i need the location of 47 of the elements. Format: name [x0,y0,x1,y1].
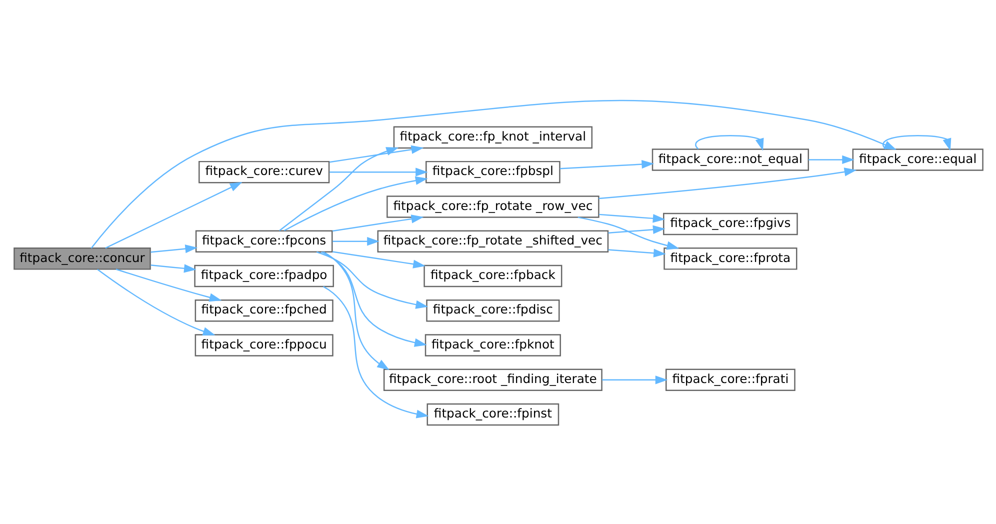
arrow [598,213,665,222]
node-box: fitpack_core::fp_rotate _shifted_vec [376,230,608,252]
node-box: fitpack_core::fpadpo [194,264,334,287]
arrow [90,99,896,248]
node-box: fitpack_core::fpdisc [426,299,560,322]
arrow [808,154,854,164]
node-box: fitpack_core::root _finding_iterate [382,368,602,391]
node-box: fitpack_core::equal [852,148,983,170]
arrow [150,264,196,272]
arrow [559,159,654,169]
arrow [608,224,665,234]
arrow [283,176,428,231]
arrow [150,244,198,253]
arrow [608,248,666,257]
arrow [316,250,428,308]
node-box: fitpack_core::fpknot [424,334,560,356]
node-box: fitpack_core::fprota [663,247,797,270]
arrow [694,134,764,150]
arrow [329,167,428,176]
arrow [278,146,398,231]
arrow [320,250,426,346]
arrow [329,144,424,162]
arrow [96,268,215,335]
node-box: fitpack_core::fprati [665,368,795,391]
arrow [598,167,856,199]
arrow [332,236,379,246]
arrow [602,375,668,384]
node-box: fitpack_core::fpback [423,264,562,287]
arrow [322,250,389,370]
node-box: fitpack_core::fpched [194,299,333,322]
arrow [577,216,679,250]
node-box: fitpack_core::fpgivs [662,212,798,235]
node-box: fitpack_core::concur [13,247,150,270]
node-box: fitpack_core::fpinst [426,402,559,426]
node-box: fitpack_core::fpbspl [425,160,560,183]
node-box: fitpack_core::fppocu [194,334,333,356]
node-box: fitpack_core::not_equal [651,148,808,170]
node-box: fitpack_core::curev [198,160,330,183]
arrow [322,286,428,418]
arrow [882,134,951,150]
arrow [115,268,222,302]
node-box: fitpack_core::fpcons [194,230,332,252]
node-box: fitpack_core::fp_rotate _row_vec [386,195,599,218]
arrow [104,181,242,248]
arrow [332,250,426,268]
node-box: fitpack_core::fp_knot _interval [392,126,592,148]
arrow [332,214,424,232]
